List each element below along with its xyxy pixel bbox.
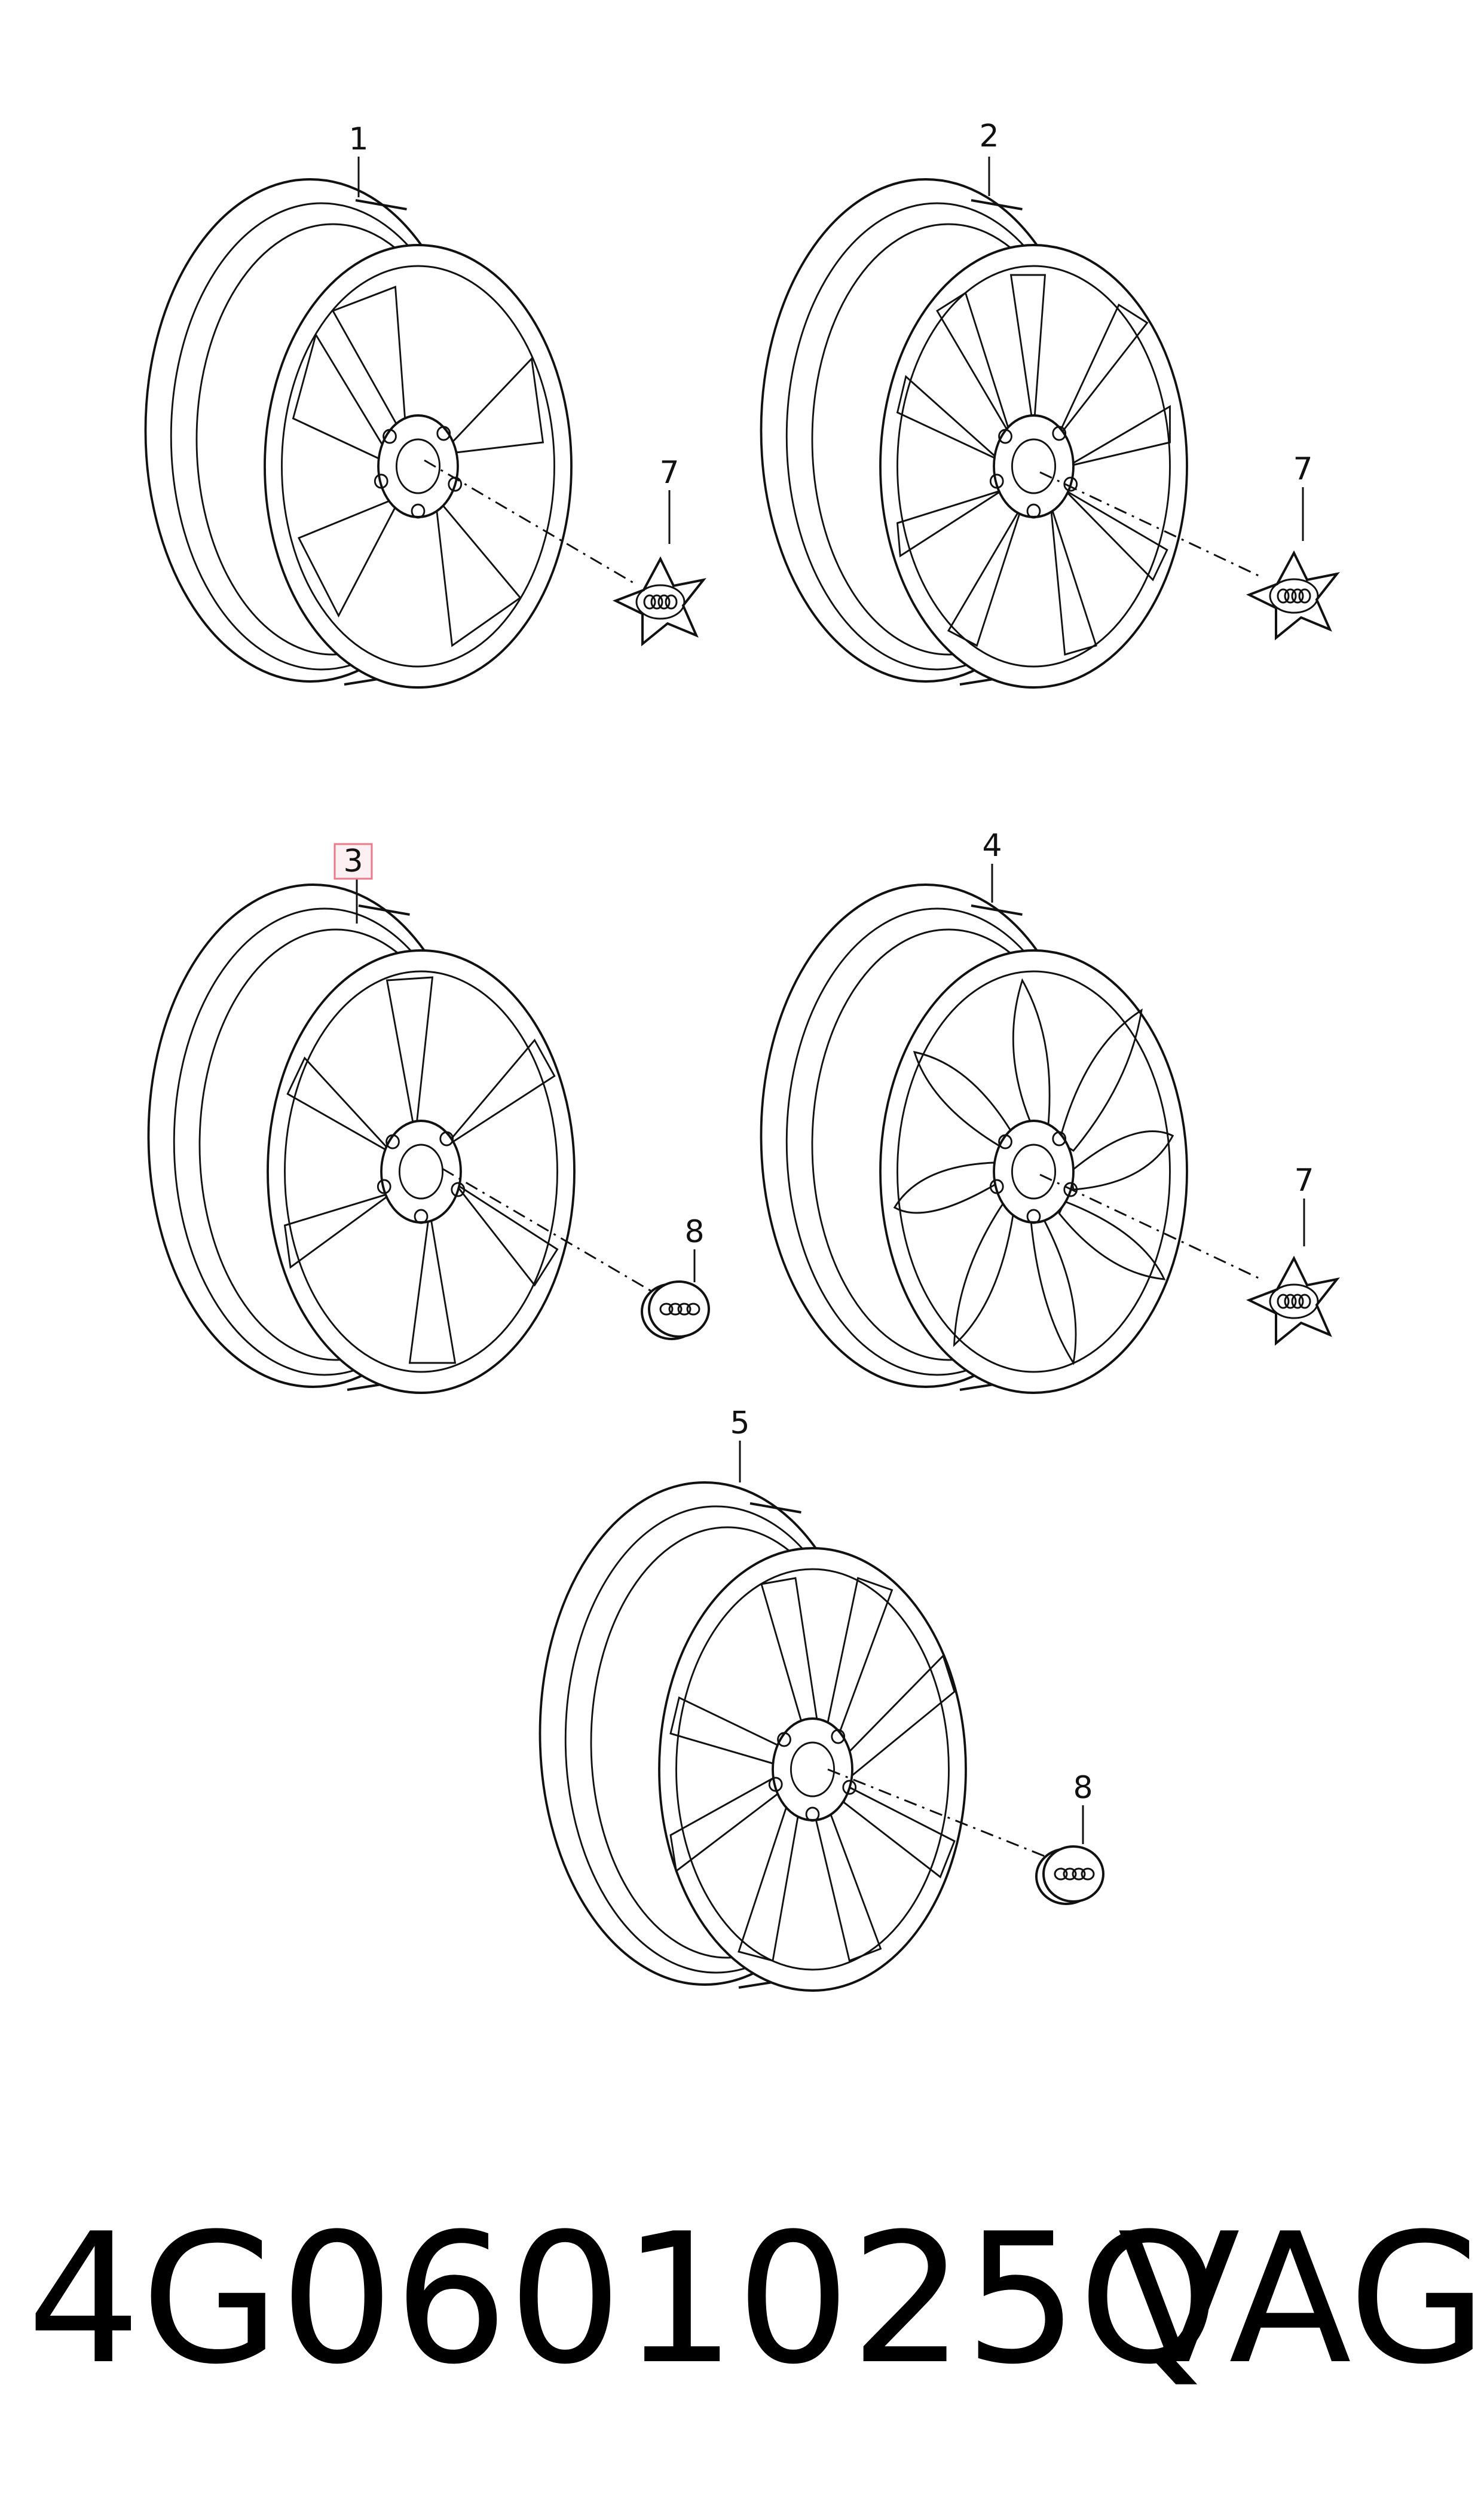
callout-4: 4 <box>982 828 1002 864</box>
callout-3: 3 <box>343 843 363 879</box>
callout-7: 7 <box>659 455 679 491</box>
wheel-4 <box>760 883 1188 1394</box>
callout-leaders <box>356 157 1305 1844</box>
callout-1: 1 <box>348 121 368 157</box>
leader-dashed <box>827 1768 1052 1860</box>
wheel-2 <box>760 178 1188 689</box>
leader-dashed <box>1039 471 1262 578</box>
hub-cap-8-a <box>641 1280 710 1340</box>
audi-rings-icon <box>1277 1294 1311 1309</box>
callout-8: 8 <box>684 1214 704 1250</box>
wheel-3 <box>147 883 576 1394</box>
hub-cap-8-b <box>1035 1845 1104 1905</box>
leader-dashed <box>1039 1173 1262 1280</box>
audi-rings-icon <box>1277 588 1311 604</box>
hub-cap-7-a <box>612 556 706 647</box>
callout-8: 8 <box>1073 1770 1093 1806</box>
callout-5: 5 <box>730 1405 749 1441</box>
audi-rings-icon <box>659 1303 700 1316</box>
audi-rings-icon <box>1054 1867 1095 1881</box>
hub-cap-7-c <box>1246 1255 1340 1346</box>
part-number: 4G0601025Q <box>27 2195 1220 2404</box>
wheel-1 <box>144 178 573 689</box>
callout-2: 2 <box>979 118 999 154</box>
callout-7: 7 <box>1294 1163 1314 1199</box>
callout-3-highlight <box>333 843 373 880</box>
callout-7: 7 <box>1293 451 1312 487</box>
audi-rings-icon <box>643 594 678 610</box>
leader-dashed <box>442 1167 652 1292</box>
wheel-5 <box>538 1481 967 1992</box>
hub-cap-7-b <box>1246 550 1340 641</box>
brand-label: VAG <box>1118 2195 1484 2404</box>
leader-dashed <box>424 459 634 584</box>
